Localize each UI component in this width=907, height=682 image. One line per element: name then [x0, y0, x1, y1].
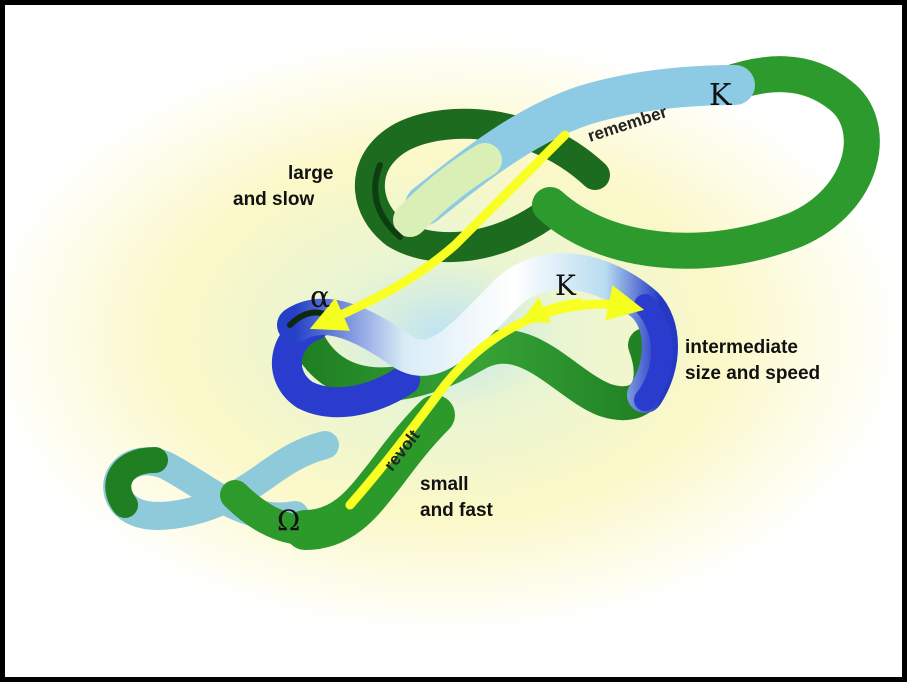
k-mid-symbol: K — [555, 269, 577, 302]
small-label-line2: and fast — [420, 500, 494, 521]
remember-arrow — [309, 130, 570, 331]
small-label-line1: small — [420, 474, 469, 495]
panarchy-diagram: remember revolt K K α Ω large and slow i… — [5, 35, 902, 635]
diagram-frame: remember revolt K K α Ω large and slow i… — [5, 5, 902, 677]
alpha-symbol: α — [310, 280, 330, 315]
intermediate-loop-label: intermediate size and speed — [685, 337, 820, 384]
large-label-line2: and slow — [233, 189, 315, 210]
revolt-arrow — [345, 285, 645, 510]
intermediate-label-line1: intermediate — [685, 337, 798, 358]
k-top-symbol: K — [709, 78, 732, 113]
large-label-line1: large — [288, 163, 333, 184]
large-loop-label: large and slow — [233, 163, 333, 210]
small-loop-label: small and fast — [420, 474, 494, 521]
small-loop — [103, 395, 455, 550]
large-loop — [354, 56, 880, 269]
omega-symbol: Ω — [277, 504, 300, 537]
intermediate-label-line2: size and speed — [685, 363, 820, 384]
